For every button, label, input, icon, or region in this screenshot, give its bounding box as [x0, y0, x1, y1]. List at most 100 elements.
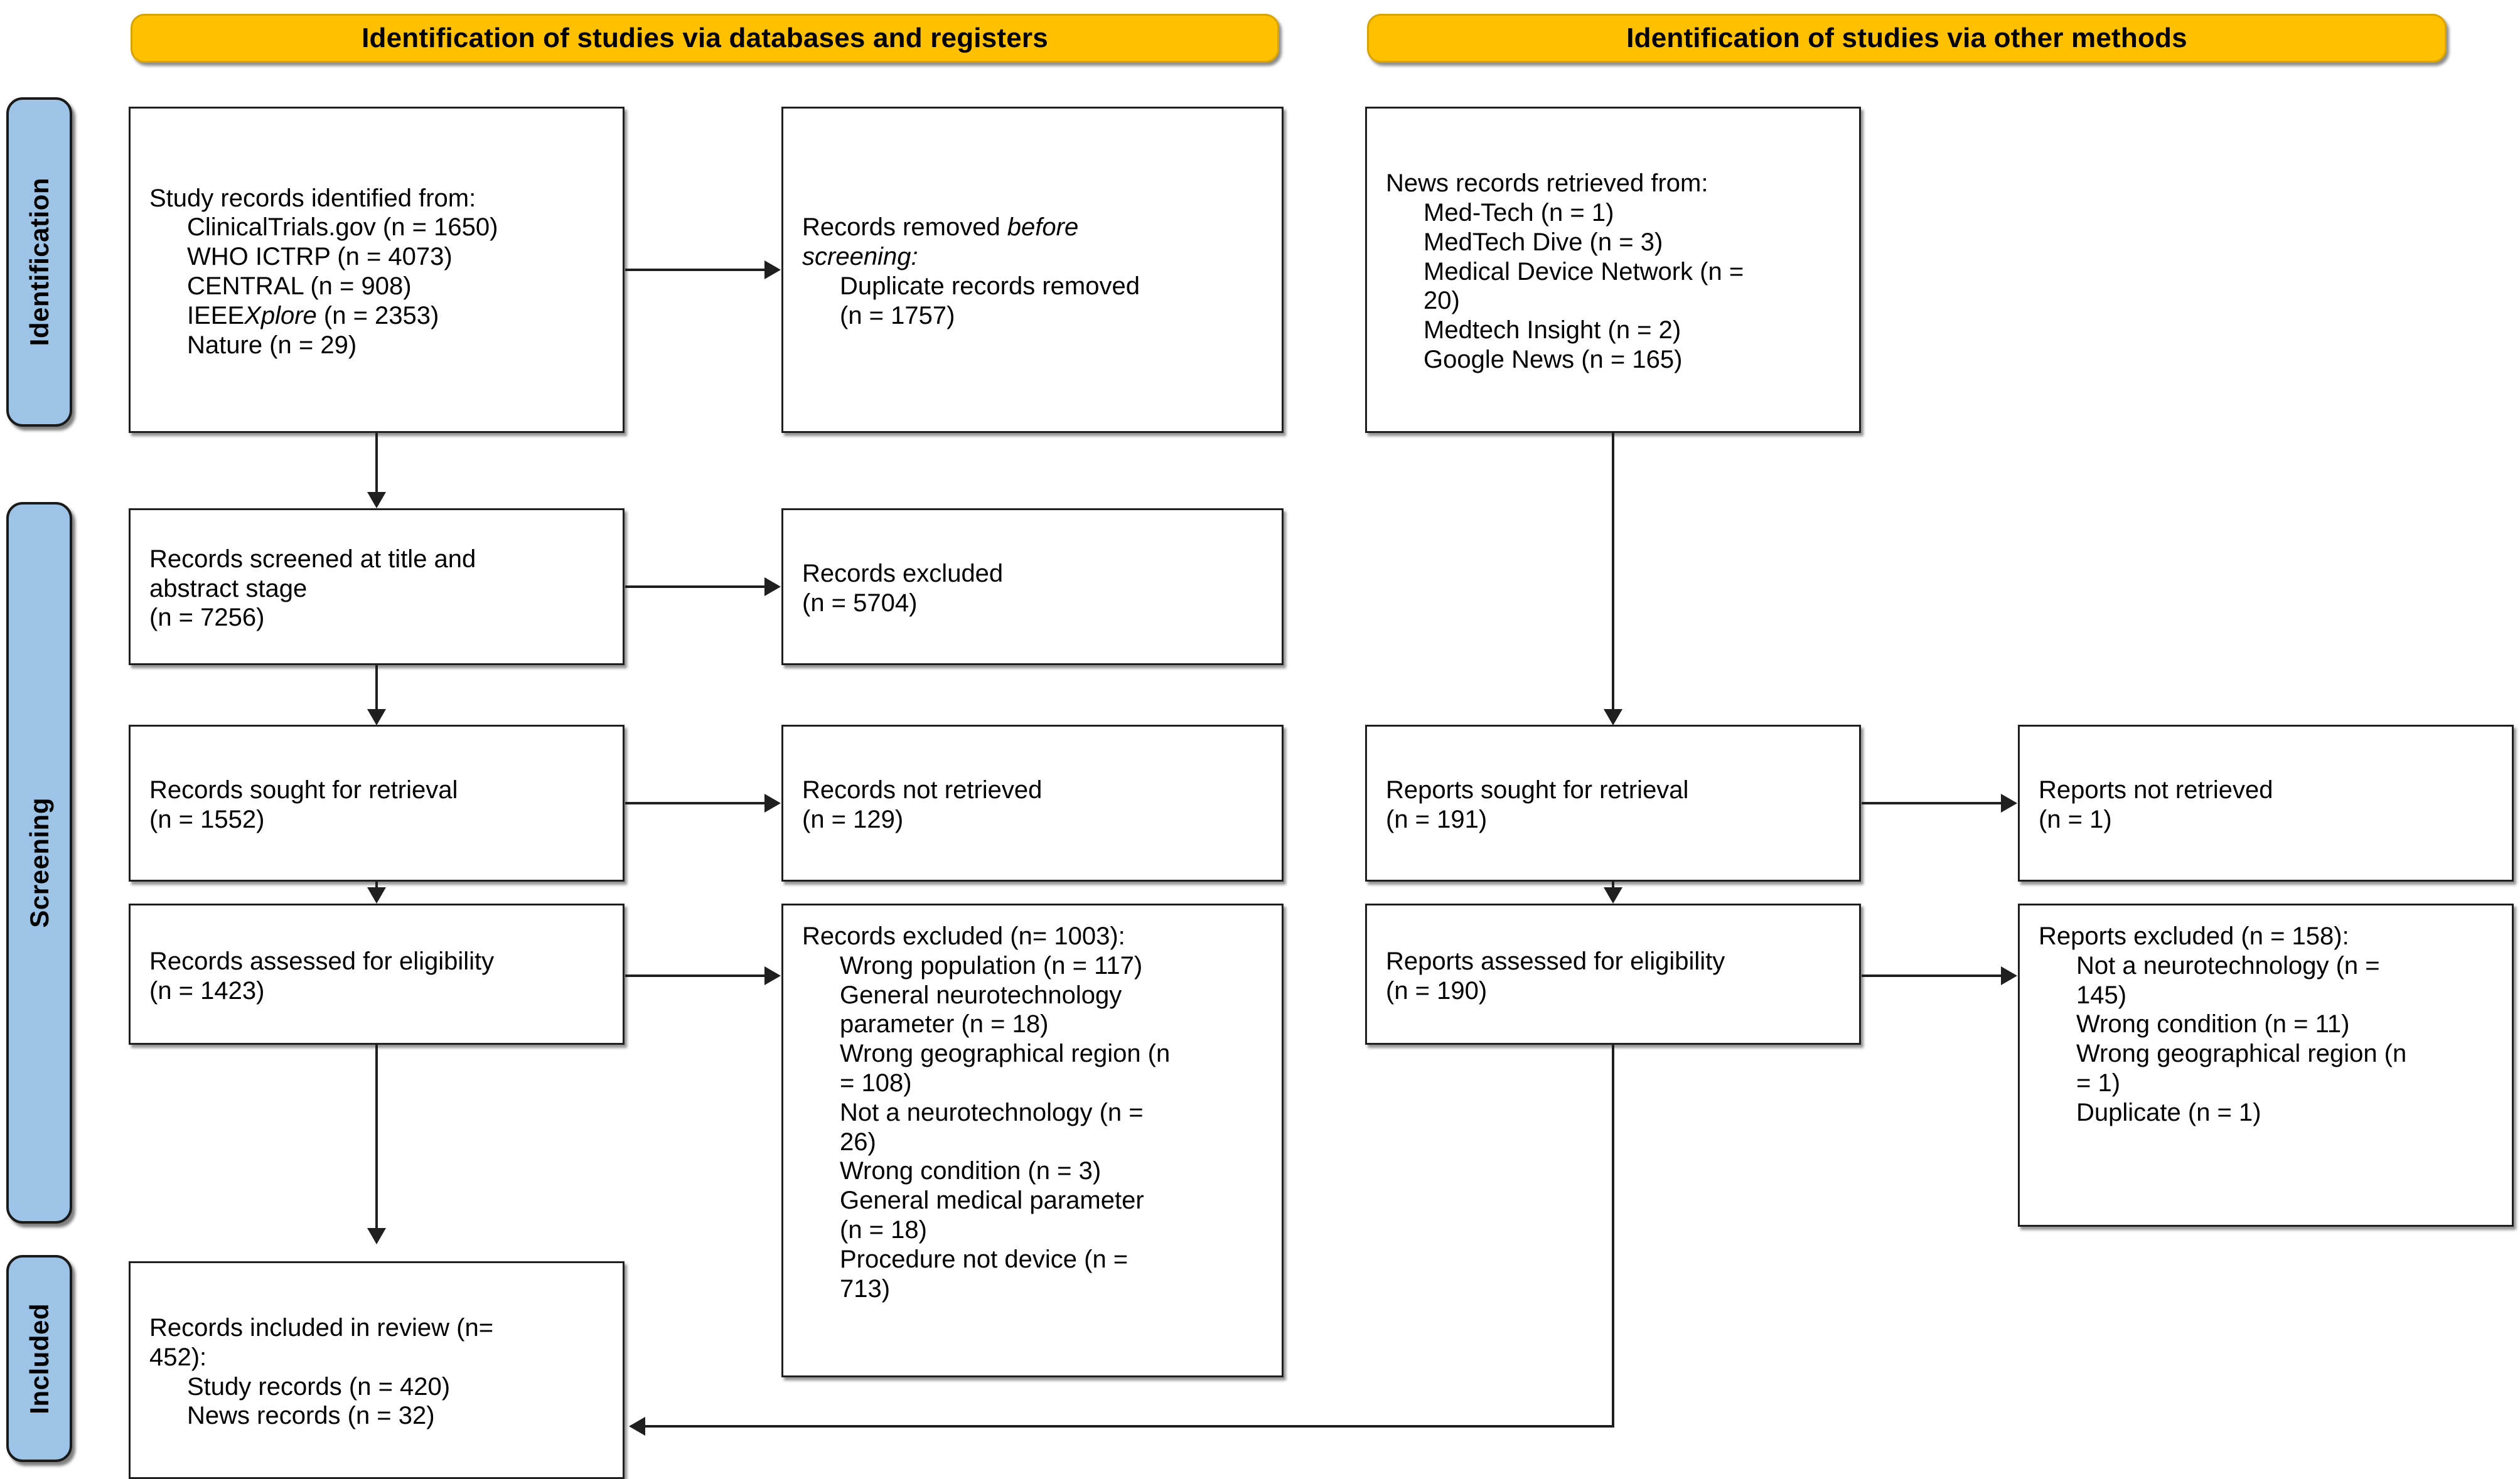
box-line: Reports excluded (n = 158): [2039, 922, 2349, 950]
connector-study-to-screened [375, 433, 378, 492]
box-line: General neurotechnology [840, 981, 1122, 1009]
stage-label-screening-text: Screening [24, 798, 54, 928]
box-records-excluded-screening: Records excluded(n = 5704) [781, 508, 1284, 665]
stage-label-screening: Screening [6, 502, 72, 1224]
box-line: Records excluded (n= 1003): [802, 922, 1125, 950]
box-reports-excluded: Reports excluded (n = 158):Not a neurote… [2018, 904, 2514, 1227]
box-line: Medical Device Network (n = [1424, 257, 1744, 286]
arrowhead-sought-to-assessed [367, 887, 386, 904]
box-line: News records (n = 32) [187, 1402, 435, 1430]
banner-other-methods: Identification of studies via other meth… [1367, 14, 2447, 63]
arrowhead-reports-sought-to-not-retrieved [2001, 794, 2017, 813]
box-reports-assessed-for-eligibility: Reports assessed for eligibility(n = 190… [1365, 904, 1861, 1045]
box-line: Reports not retrieved [2039, 776, 2273, 804]
box-line: Duplicate (n = 1) [2076, 1098, 2261, 1126]
box-line: screening: [802, 243, 918, 271]
connector-screened-to-sought [375, 665, 378, 709]
box-line: (n = 129) [802, 806, 904, 833]
stage-label-included: Included [6, 1255, 72, 1462]
box-reports-sought-for-retrieval: Reports sought for retrieval(n = 191) [1365, 725, 1861, 882]
box-line: 20) [1424, 287, 1460, 315]
box-line: Study records (n = 420) [187, 1372, 451, 1401]
box-line: Records assessed for eligibility [149, 947, 495, 975]
box-line: IEEEXplore (n = 2353) [187, 301, 439, 329]
stage-label-identification: Identification [6, 97, 72, 427]
arrowhead-reports-assessed-to-excluded [2001, 966, 2017, 985]
box-line: parameter (n = 18) [840, 1010, 1049, 1039]
box-line: Records screened at title and [149, 545, 476, 573]
banner-databases-and-registers: Identification of studies via databases … [131, 14, 1279, 63]
connector-sought-to-not-retrieved [625, 802, 764, 804]
connector-assessed-to-included [375, 1045, 378, 1228]
box-line: Wrong condition (n = 11) [2076, 1010, 2350, 1039]
connector-reports-assessed-down [1612, 1045, 1614, 1428]
arrowhead-assessed-to-excluded [764, 966, 781, 985]
connector-reports-assessed-to-excluded [1862, 974, 2001, 977]
box-line: Google News (n = 165) [1424, 345, 1683, 373]
box-line: CENTRAL (n = 908) [187, 272, 412, 300]
box-line: Records removed before [802, 213, 1079, 242]
arrowhead-study-to-screened [367, 492, 386, 508]
box-line: (n = 1423) [149, 976, 265, 1005]
arrowhead-study-to-removed [764, 260, 781, 279]
connector-study-to-removed [625, 269, 764, 271]
connector-sought-to-assessed [375, 882, 378, 887]
arrowhead-news-to-reports-sought [1604, 709, 1622, 725]
box-line: (n = 7256) [149, 604, 265, 632]
box-study-records-identified: Study records identified from:ClinicalTr… [129, 107, 625, 433]
arrowhead-assessed-to-included [367, 1228, 386, 1244]
connector-screened-to-excluded [625, 585, 764, 588]
box-line: Wrong condition (n = 3) [840, 1157, 1102, 1185]
box-line: = 1) [2076, 1069, 2121, 1097]
box-records-sought-for-retrieval: Records sought for retrieval(n = 1552) [129, 725, 625, 882]
box-records-not-retrieved: Records not retrieved(n = 129) [781, 725, 1284, 882]
box-line: abstract stage [149, 574, 308, 602]
box-line: Nature (n = 29) [187, 331, 357, 359]
arrowhead-screened-to-sought [367, 709, 386, 725]
box-line: Reports assessed for eligibility [1386, 947, 1725, 975]
box-line: Medtech Insight (n = 2) [1424, 316, 1681, 344]
box-line: (n = 191) [1386, 806, 1488, 833]
box-line: = 108) [840, 1069, 912, 1097]
box-line: Not a neurotechnology (n = [2076, 951, 2380, 980]
box-line: (n = 190) [1386, 976, 1488, 1005]
box-records-excluded-eligibility: Records excluded (n= 1003):Wrong populat… [781, 904, 1284, 1377]
arrowhead-reports-assessed-to-included [629, 1417, 645, 1436]
stage-label-identification-text: Identification [24, 178, 54, 346]
box-line: Wrong population (n = 117) [840, 951, 1143, 980]
box-records-assessed-for-eligibility: Records assessed for eligibility(n = 142… [129, 904, 625, 1045]
box-line: WHO ICTRP (n = 4073) [187, 243, 453, 271]
box-line: News records retrieved from: [1386, 169, 1708, 198]
box-line: Not a neurotechnology (n = [840, 1098, 1144, 1126]
arrowhead-screened-to-excluded [764, 577, 781, 596]
connector-assessed-to-excluded [625, 974, 764, 977]
box-line: Records sought for retrieval [149, 776, 458, 804]
box-reports-not-retrieved: Reports not retrieved(n = 1) [2018, 725, 2514, 882]
stage-label-included-text: Included [24, 1303, 54, 1414]
box-line: (n = 5704) [802, 589, 918, 617]
box-line: Records not retrieved [802, 776, 1043, 804]
box-line: Med-Tech (n = 1) [1424, 199, 1614, 227]
box-line: Wrong geographical region (n [840, 1040, 1171, 1068]
box-line: (n = 1552) [149, 806, 265, 833]
box-line: ClinicalTrials.gov (n = 1650) [187, 213, 498, 242]
arrowhead-reports-sought-to-assessed [1604, 887, 1622, 904]
box-line: 713) [840, 1274, 891, 1303]
box-line: Study records identified from: [149, 184, 476, 212]
box-line: (n = 18) [840, 1215, 927, 1244]
box-line: 452): [149, 1343, 207, 1371]
connector-news-to-reports-sought [1612, 433, 1614, 709]
box-line: Procedure not device (n = [840, 1245, 1129, 1273]
box-line: (n = 1) [2039, 806, 2112, 833]
connector-reports-sought-to-not-retrieved [1862, 802, 2001, 804]
arrowhead-sought-to-not-retrieved [764, 794, 781, 813]
box-records-included-in-review: Records included in review (n=452):Study… [129, 1261, 625, 1479]
box-line: Wrong geographical region (n [2076, 1040, 2407, 1068]
box-news-records-retrieved: News records retrieved from:Med-Tech (n … [1365, 107, 1861, 433]
connector-reports-assessed-to-included [645, 1425, 1614, 1428]
box-line: Duplicate records removed [840, 272, 1140, 300]
box-line: (n = 1757) [840, 301, 955, 329]
connector-reports-sought-to-assessed [1612, 882, 1614, 887]
